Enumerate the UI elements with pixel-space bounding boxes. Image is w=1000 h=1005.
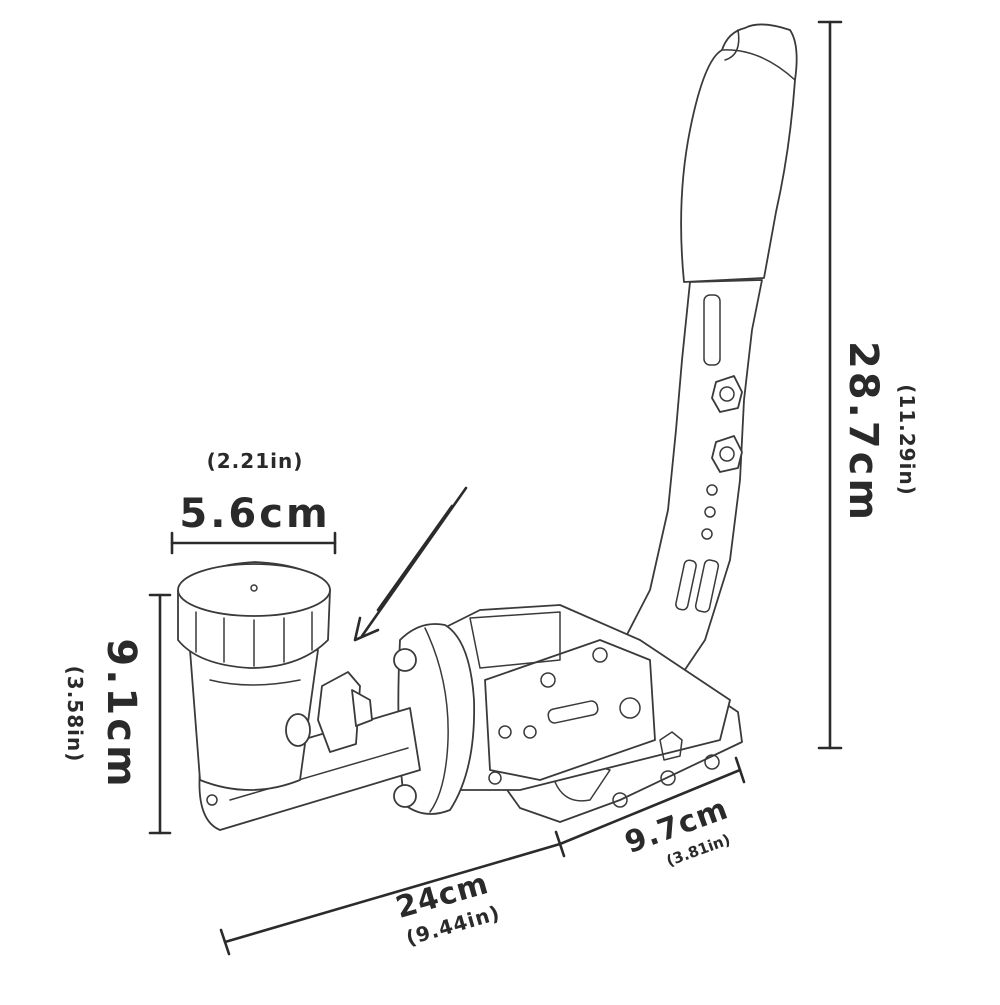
flange-bolt-top bbox=[393, 648, 417, 672]
dimension-line-cap-width bbox=[170, 531, 337, 555]
cap-height-metric-label: 9.1cm bbox=[98, 638, 144, 789]
dimension-line-cap-height bbox=[148, 593, 172, 835]
dimension-line-total-length bbox=[219, 842, 562, 956]
master-cylinder bbox=[198, 707, 421, 831]
pointer-arrow bbox=[353, 486, 468, 642]
fluid-reservoir bbox=[189, 649, 319, 791]
dimension-line-total-height bbox=[817, 20, 843, 750]
total-height-metric-label: 28.7cm bbox=[840, 341, 886, 523]
cap-height-imperial-label: (3.58in) bbox=[63, 666, 87, 763]
lever-bolt-lower bbox=[711, 435, 743, 473]
cap-width-imperial-label: (2.21in) bbox=[207, 449, 304, 473]
lever-arm bbox=[617, 279, 763, 681]
side-plate bbox=[484, 639, 656, 781]
dimension-line-base-width bbox=[554, 756, 746, 858]
cap-width-metric-label: 5.6cm bbox=[179, 491, 330, 537]
flange-bolt-bottom bbox=[393, 784, 417, 808]
hose-fitting bbox=[317, 671, 361, 753]
total-height-imperial-label: (11.29in) bbox=[895, 384, 919, 496]
handle-grip bbox=[680, 23, 798, 283]
lever-bolt-upper bbox=[711, 375, 743, 413]
hydraulic-handbrake-illustration bbox=[177, 23, 798, 831]
